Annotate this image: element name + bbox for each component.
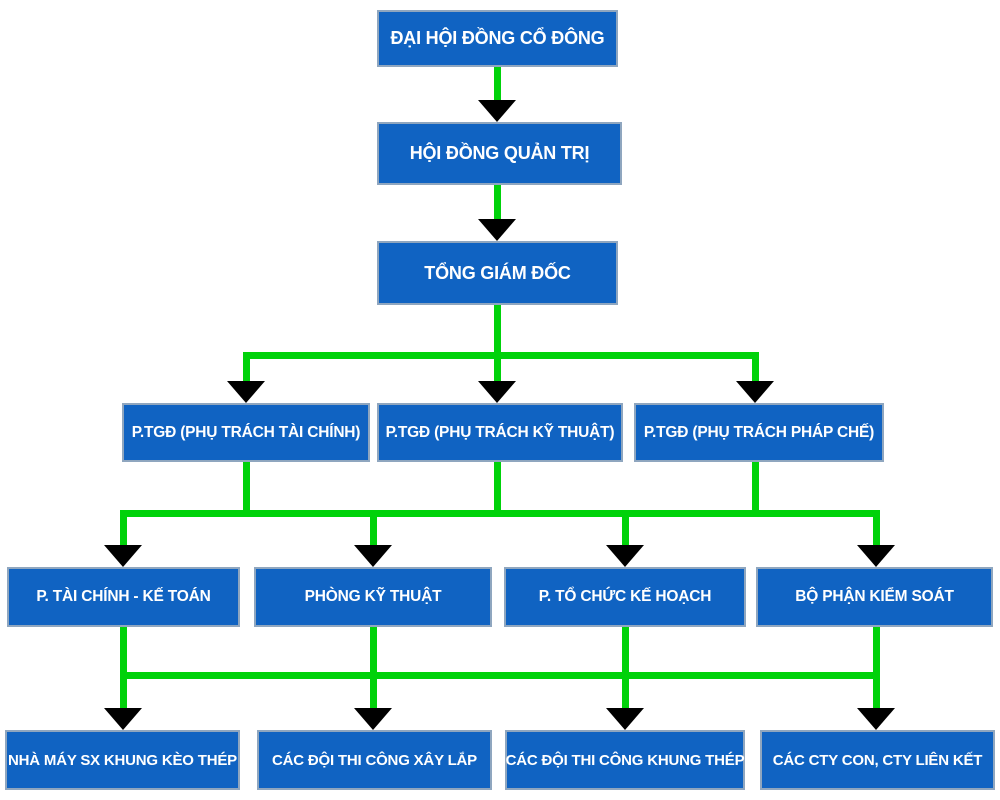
arrow-down-icon: [227, 381, 265, 403]
node-cac-cty-con-cty-lien-ket: CÁC CTY CON, CTY LIÊN KẾT: [760, 730, 995, 790]
connector-line: [119, 672, 880, 679]
connector-line: [493, 67, 501, 103]
arrow-down-icon: [478, 381, 516, 403]
node-bo-phan-kiem-soat: BỘ PHẬN KIỂM SOÁT: [756, 567, 993, 627]
connector-line: [493, 185, 501, 221]
connector-line: [242, 352, 250, 383]
connector-line: [242, 352, 759, 359]
arrow-down-icon: [104, 708, 142, 730]
node-cac-doi-thi-cong-xay-lap: CÁC ĐỘI THI CÔNG XÂY LẮP: [257, 730, 492, 790]
node-p-tai-chinh-ke-toan: P. TÀI CHÍNH - KẾ TOÁN: [7, 567, 240, 627]
connector-line: [369, 627, 377, 710]
arrow-down-icon: [606, 708, 644, 730]
connector-line: [369, 510, 377, 547]
connector-line: [751, 462, 759, 517]
arrow-down-icon: [606, 545, 644, 567]
node-hoi-dong-quan-tri: HỘI ĐỒNG QUẢN TRỊ: [377, 122, 622, 185]
connector-line: [751, 352, 759, 383]
connector-line: [872, 627, 880, 710]
arrow-down-icon: [104, 545, 142, 567]
node-dai-hoi-dong-co-dong: ĐẠI HỘI ĐỒNG CỔ ĐÔNG: [377, 10, 618, 67]
connector-line: [621, 627, 629, 710]
connector-line: [493, 305, 501, 352]
connector-line: [493, 462, 501, 517]
connector-line: [872, 510, 880, 547]
node-ptgd-phap-che: P.TGĐ (PHỤ TRÁCH PHÁP CHẾ): [634, 403, 884, 462]
arrow-down-icon: [354, 545, 392, 567]
connector-line: [119, 510, 127, 547]
connector-line: [242, 462, 250, 517]
arrow-down-icon: [857, 545, 895, 567]
node-nha-may-sx-khung-keo-thep: NHÀ MÁY SX KHUNG KÈO THÉP: [5, 730, 240, 790]
node-phong-ky-thuat: PHÒNG KỸ THUẬT: [254, 567, 492, 627]
connector-line: [119, 627, 127, 710]
connector-line: [493, 359, 501, 383]
connector-line: [119, 510, 880, 517]
node-ptgd-ky-thuat: P.TGĐ (PHỤ TRÁCH KỸ THUẬT): [377, 403, 623, 462]
node-p-to-chuc-ke-hoach: P. TỔ CHỨC KẾ HOẠCH: [504, 567, 746, 627]
connector-line: [621, 510, 629, 547]
arrow-down-icon: [857, 708, 895, 730]
node-cac-doi-thi-cong-khung-thep: CÁC ĐỘI THI CÔNG KHUNG THÉP: [505, 730, 745, 790]
node-tong-giam-doc: TỔNG GIÁM ĐỐC: [377, 241, 618, 305]
node-ptgd-tai-chinh: P.TGĐ (PHỤ TRÁCH TÀI CHÍNH): [122, 403, 370, 462]
arrow-down-icon: [478, 100, 516, 122]
arrow-down-icon: [736, 381, 774, 403]
arrow-down-icon: [354, 708, 392, 730]
arrow-down-icon: [478, 219, 516, 241]
